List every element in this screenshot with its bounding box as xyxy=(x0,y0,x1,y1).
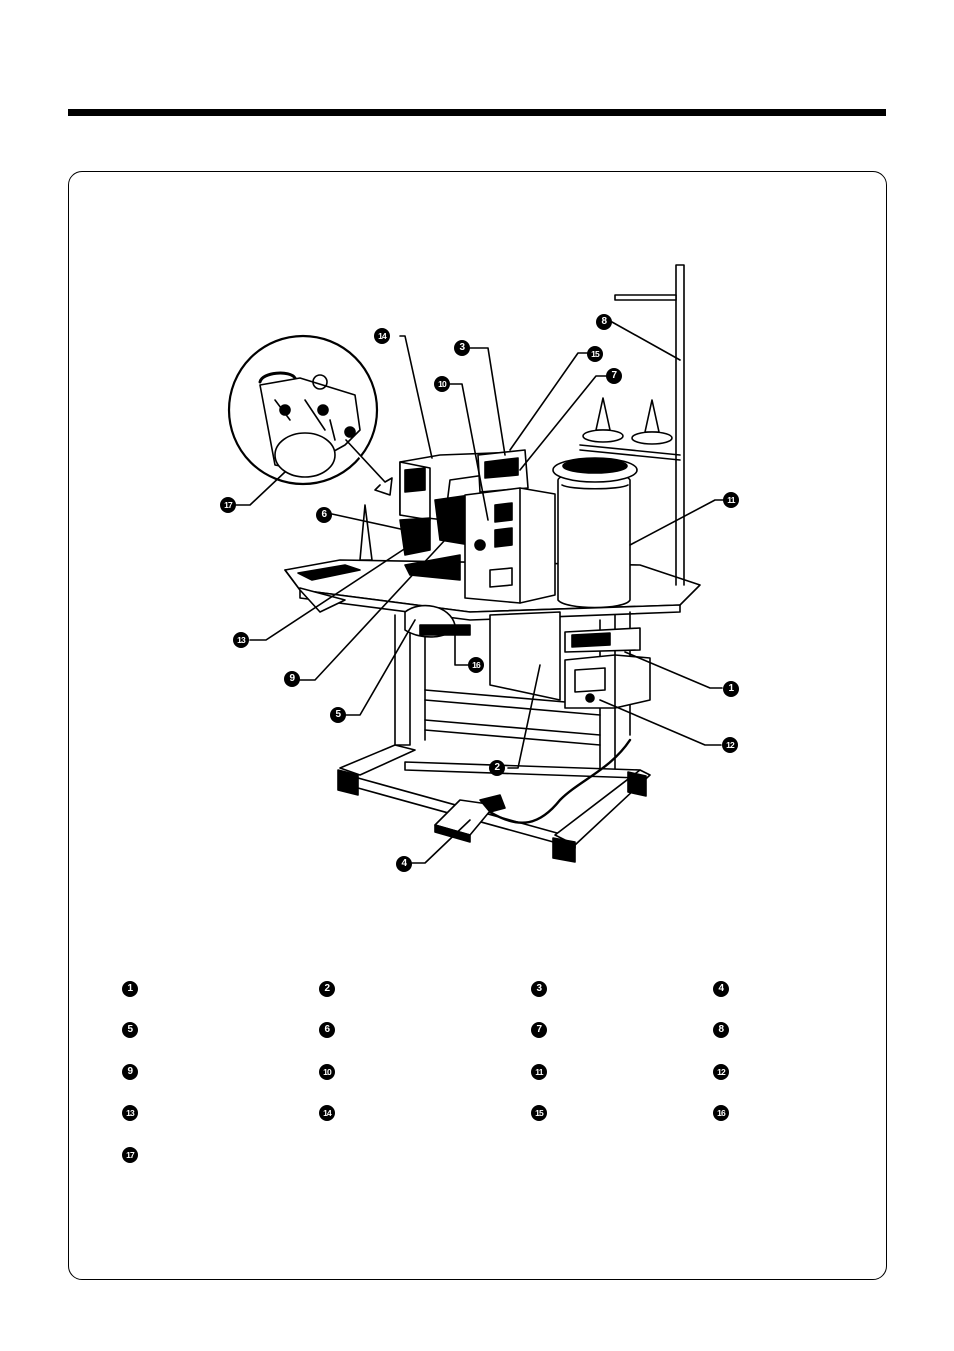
legend-item-8: 8 xyxy=(713,1022,729,1038)
callout-8: 8 xyxy=(596,314,612,330)
legend-item-7: 7 xyxy=(531,1022,547,1038)
callout-11: 11 xyxy=(723,492,739,508)
legend-item-10: 10 xyxy=(319,1064,335,1080)
legend-item-4: 4 xyxy=(713,981,729,997)
callout-12: 12 xyxy=(722,737,738,753)
legend-item-11: 11 xyxy=(531,1064,547,1080)
legend-item-16: 16 xyxy=(713,1105,729,1121)
legend-item-6: 6 xyxy=(319,1022,335,1038)
callout-16: 16 xyxy=(468,657,484,673)
header-rule xyxy=(68,109,886,116)
callout-15: 15 xyxy=(587,346,603,362)
callout-5: 5 xyxy=(330,707,346,723)
legend-item-15: 15 xyxy=(531,1105,547,1121)
callout-7: 7 xyxy=(606,368,622,384)
legend-item-17: 17 xyxy=(122,1147,138,1163)
callout-4: 4 xyxy=(396,856,412,872)
callout-2: 2 xyxy=(489,760,505,776)
legend-item-14: 14 xyxy=(319,1105,335,1121)
legend-item-2: 2 xyxy=(319,981,335,997)
legend-item-1: 1 xyxy=(122,981,138,997)
legend-item-12: 12 xyxy=(713,1064,729,1080)
callout-6: 6 xyxy=(316,507,332,523)
legend-item-13: 13 xyxy=(122,1105,138,1121)
callout-3: 3 xyxy=(454,340,470,356)
callout-1: 1 xyxy=(723,681,739,697)
callout-9: 9 xyxy=(284,671,300,687)
legend-item-5: 5 xyxy=(122,1022,138,1038)
callout-14: 14 xyxy=(374,328,390,344)
callout-13: 13 xyxy=(233,632,249,648)
callout-17: 17 xyxy=(220,497,236,513)
figure-frame xyxy=(68,171,887,1280)
callout-10: 10 xyxy=(434,376,450,392)
legend-item-3: 3 xyxy=(531,981,547,997)
legend-item-9: 9 xyxy=(122,1064,138,1080)
